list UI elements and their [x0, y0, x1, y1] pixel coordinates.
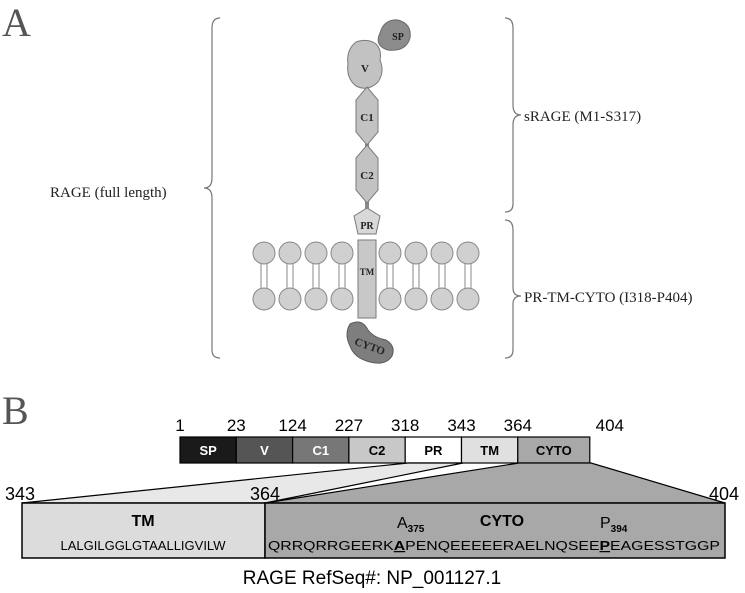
lipid-right-2 [404, 241, 428, 311]
domain-segment-c1 [292, 436, 350, 464]
full-length-bracket [203, 17, 221, 359]
sp-domain-shape: SP [377, 19, 411, 51]
site-a375-label: A375 [397, 515, 425, 535]
position-label-343: 343 [447, 416, 475, 435]
lipid-right-1 [378, 241, 402, 311]
c1-domain-label: C1 [360, 112, 373, 124]
position-label-318: 318 [391, 416, 419, 435]
cyto-domain-shape: CYTO [346, 321, 394, 364]
full-length-label: RAGE (full length) [50, 185, 167, 201]
zoom-mid-position: 364 [250, 484, 280, 504]
cyto-seq-p394: P [600, 539, 611, 553]
srage-label: sRAGE (M1-S317) [524, 109, 641, 125]
position-label-404: 404 [596, 416, 624, 435]
domain-bar: SP V C1 C2 PR TM CYTO [179, 436, 591, 464]
v-domain-label: V [361, 63, 369, 75]
domain-position-labels: 1 23 124 227 318 343 364 404 [175, 416, 624, 435]
domain-segment-label-tm: TM [480, 443, 499, 458]
lipid-left-4 [330, 241, 354, 311]
sp-domain-label: SP [392, 32, 404, 43]
site-a375-letter: A [397, 515, 408, 532]
zoom-end-position: 404 [709, 484, 739, 504]
lipid-left-2 [278, 241, 302, 311]
membrane-lipid-bilayer [252, 241, 480, 311]
site-a375-number: 375 [408, 524, 425, 535]
pr-tm-cyto-bracket [504, 219, 522, 359]
lipid-left-1 [252, 241, 276, 311]
domain-segment-label-cyto: CYTO [536, 443, 572, 458]
tm-sequence: LALGILGGLGTAALLIGVILW [61, 538, 227, 553]
srage-bracket [504, 17, 522, 213]
position-label-364: 364 [504, 416, 532, 435]
lipid-right-4 [456, 241, 480, 311]
domain-segment-label-sp: SP [199, 443, 217, 458]
site-p394-letter: P [600, 515, 611, 532]
domain-segment-label-c1: C1 [312, 443, 329, 458]
cyto-seq-part1: QRRQRRGEERK [268, 539, 395, 553]
tm-domain-shape: TM [357, 239, 377, 319]
domain-segment-label-v: V [260, 443, 269, 458]
domain-segment-c2 [348, 436, 406, 464]
pr-domain-shape: PR [353, 207, 381, 235]
tm-zoom-title: TM [131, 513, 154, 530]
position-label-23: 23 [227, 416, 246, 435]
cyto-seq-part2: PENQEEEEERAELNQSEE [405, 539, 599, 553]
v-domain-shape: V [347, 39, 383, 89]
cyto-zoom-title: CYTO [480, 513, 524, 530]
position-label-124: 124 [278, 416, 306, 435]
lipid-left-3 [304, 241, 328, 311]
site-p394-label: P394 [600, 515, 628, 535]
pr-tm-cyto-label: PR-TM-CYTO (I318-P404) [524, 290, 692, 306]
c2-domain-label: C2 [360, 170, 374, 182]
cyto-seq-a375: A [394, 539, 405, 553]
cyto-zoom-box [264, 502, 726, 559]
tm-domain-label: TM [360, 267, 375, 277]
c1-domain-shape: C1 [355, 86, 379, 146]
refseq-caption: RAGE RefSeq#: NP_001127.1 [243, 568, 501, 589]
panel-a-label: A [2, 0, 31, 45]
panel-b-label: B [2, 388, 29, 433]
zoom-start-position: 343 [5, 484, 35, 504]
domain-segment-label-c2: C2 [369, 443, 386, 458]
position-label-1: 1 [175, 416, 184, 435]
cyto-seq-part3: EAGESSTGGP [610, 539, 720, 553]
site-p394-number: 394 [611, 524, 628, 535]
tm-zoom-box [21, 502, 266, 559]
lipid-right-3 [430, 241, 454, 311]
domain-segment-cyto [517, 436, 591, 464]
c2-domain-shape: C2 [355, 144, 379, 204]
pr-domain-label: PR [360, 221, 374, 232]
domain-segment-label-pr: PR [424, 443, 443, 458]
position-label-227: 227 [335, 416, 363, 435]
